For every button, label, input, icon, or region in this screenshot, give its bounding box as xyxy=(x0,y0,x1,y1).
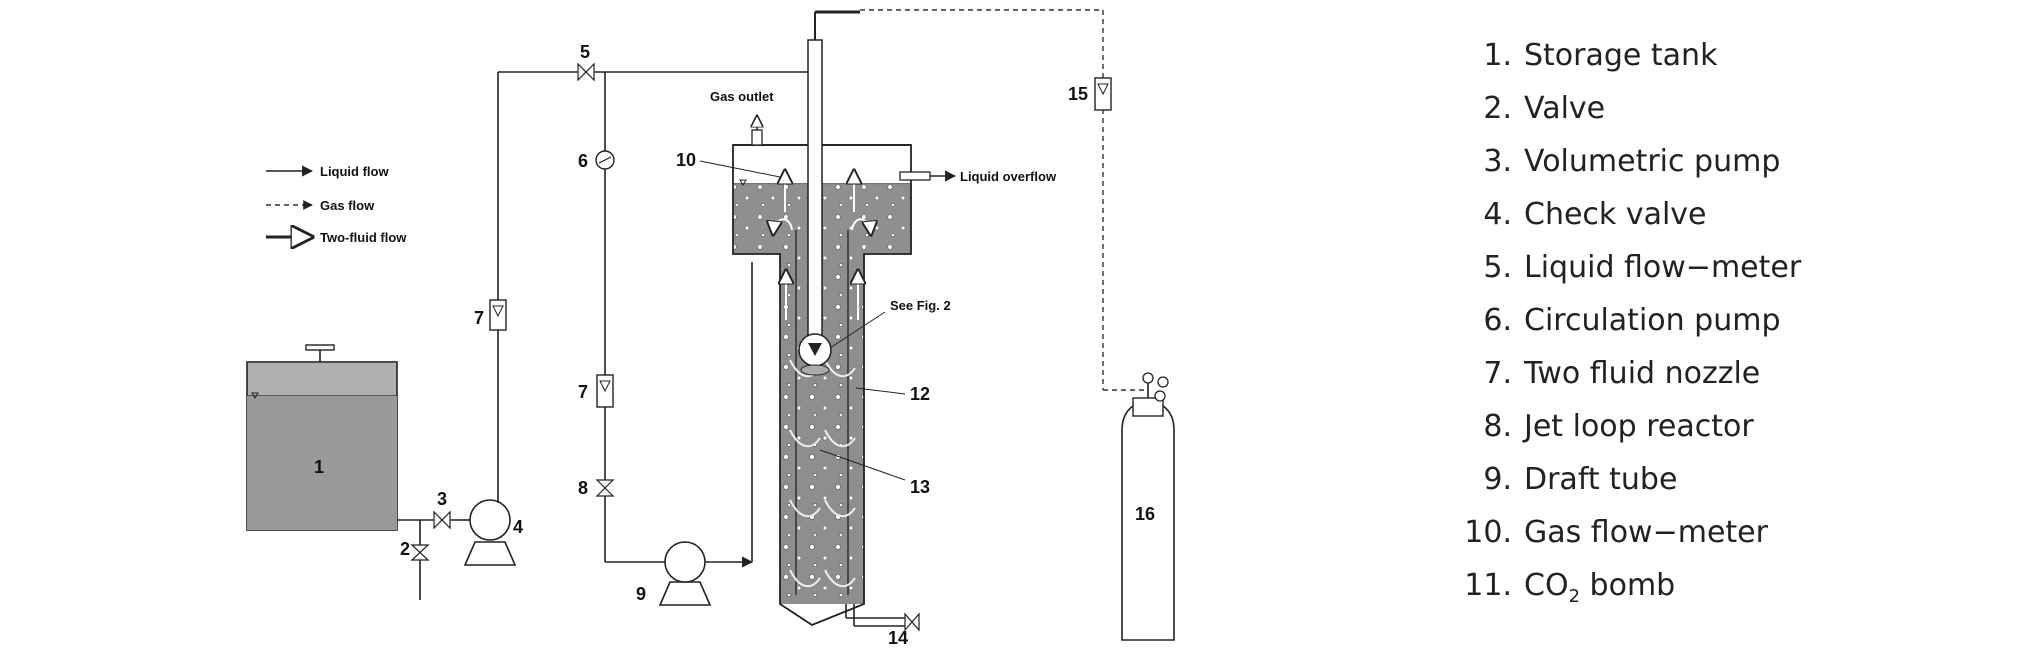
valve-8-icon xyxy=(595,479,615,497)
gas-line: 15 xyxy=(860,9,1148,391)
callout-4: 4 xyxy=(513,517,523,537)
liquid-overflow-label: Liquid overflow xyxy=(960,169,1057,184)
drain-valve-14-icon xyxy=(904,612,920,632)
callout-10: 10 xyxy=(676,150,696,170)
legend-item-8: 8.Jet loop reactor xyxy=(1483,409,1754,444)
line-legend: Liquid flow Gas flow Two-fluid flow xyxy=(266,164,407,245)
callout-8: 8 xyxy=(578,478,588,498)
callout-5: 5 xyxy=(580,42,590,62)
callout-7a: 7 xyxy=(474,308,484,328)
legend-item-1: 1.Storage tank xyxy=(1483,38,1718,73)
legend-item-3: 3.Volumetric pump xyxy=(1483,144,1781,179)
storage-tank: 1 xyxy=(246,344,398,531)
callout-16: 16 xyxy=(1135,504,1155,524)
callout-12: 12 xyxy=(910,384,930,404)
legend-item-11: 11.CO2 bomb xyxy=(1464,568,1676,607)
liquid-flow-label: Liquid flow xyxy=(320,164,389,179)
gas-outlet-label: Gas outlet xyxy=(710,89,774,104)
callout-3: 3 xyxy=(437,489,447,509)
two-fluid-flow-label: Two-fluid flow xyxy=(320,230,407,245)
legend-item-6: 6.Circulation pump xyxy=(1483,303,1781,338)
see-fig-label: See Fig. 2 xyxy=(890,298,951,313)
volumetric-pump: 4 xyxy=(460,499,523,566)
co2-cylinder: 16 xyxy=(1121,372,1175,641)
callout-1: 1 xyxy=(314,457,324,477)
circulation-loop: 6 7 8 9 xyxy=(578,72,754,606)
callout-2: 2 xyxy=(400,539,410,559)
circulation-pump-9-icon xyxy=(664,541,706,583)
valve-2-icon xyxy=(410,544,430,561)
gas-flow-label: Gas flow xyxy=(320,198,375,213)
liquid-flow-meter-valve-icon xyxy=(577,62,595,82)
callout-9: 9 xyxy=(636,584,646,604)
callout-15: 15 xyxy=(1068,84,1088,104)
liquid-line: 5 7 xyxy=(474,42,811,503)
callout-6: 6 xyxy=(578,151,588,171)
legend-item-5: 5.Liquid flow−meter xyxy=(1483,250,1802,285)
jet-loop-reactor: Gas outlet Liquid overflow 10 See Fig. 2 xyxy=(676,10,1057,648)
legend-item-10: 10.Gas flow−meter xyxy=(1464,515,1768,550)
legend-item-7: 7.Two fluid nozzle xyxy=(1483,356,1761,391)
callout-13: 13 xyxy=(910,477,930,497)
legend-item-2: 2.Valve xyxy=(1483,91,1606,126)
callout-7b: 7 xyxy=(578,382,588,402)
circulation-pump-9-base xyxy=(658,581,712,606)
callout-14: 14 xyxy=(888,628,908,648)
legend-item-9: 9.Draft tube xyxy=(1483,462,1678,497)
valve-3-icon xyxy=(433,510,451,530)
feed-piping: 2 3 xyxy=(397,489,460,600)
legend-item-4: 4.Check valve xyxy=(1483,197,1707,232)
